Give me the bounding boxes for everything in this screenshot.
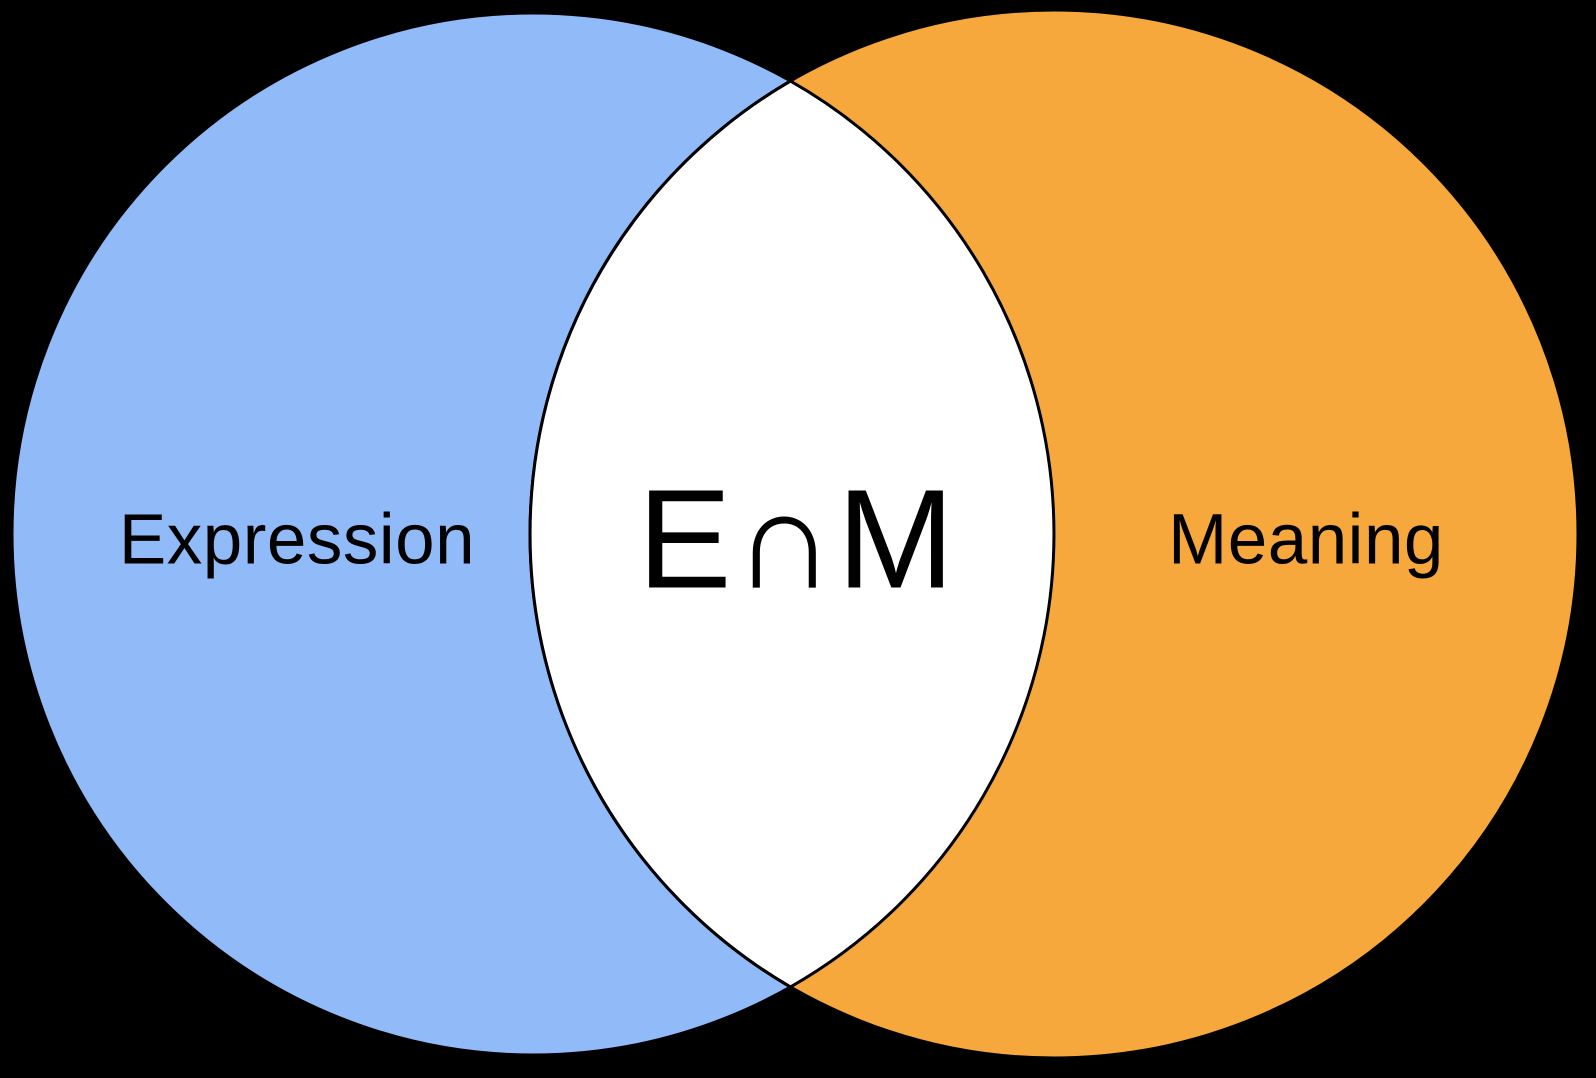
meaning-label: Meaning [1168, 500, 1444, 580]
intersection-lens [528, 79, 1056, 989]
expression-label: Expression [118, 500, 476, 580]
intersection-label: E∩M [637, 459, 957, 618]
